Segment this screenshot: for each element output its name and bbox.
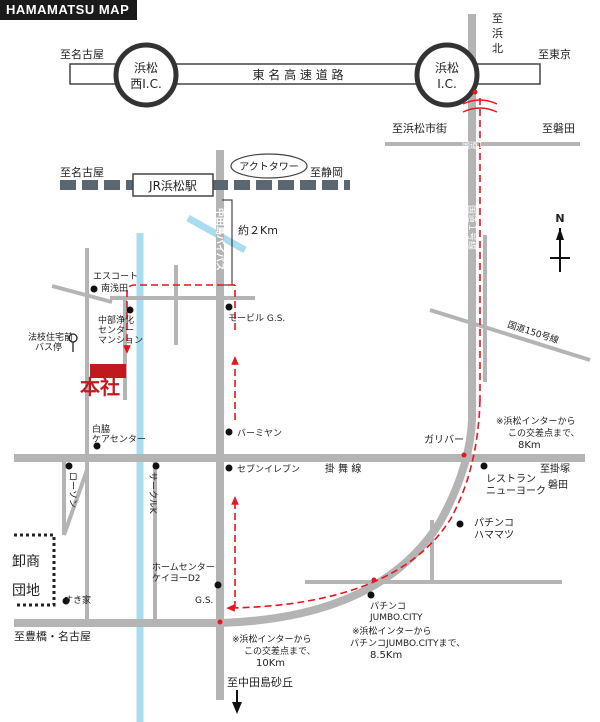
label-note-8km-1: ※浜松インターから: [496, 415, 576, 427]
label-keiyo-1: ホームセンター: [152, 562, 215, 573]
label-to-city: 至浜松市街: [392, 121, 447, 135]
label-escort-2: 南浅田: [101, 282, 128, 294]
label-shirawaki-2: ケアセンター: [92, 434, 146, 445]
label-seven-eleven: セブンイレブン: [237, 463, 300, 475]
label-nishi-ic-1: 浜松: [134, 61, 158, 75]
label-chubu-1: 中部浄化: [98, 314, 134, 326]
label-ic-1: 浜松: [435, 61, 459, 75]
label-bus-stop-2: バス停: [35, 341, 62, 353]
label-restaurant-2: ニューヨーク: [486, 485, 546, 497]
label-to-tokyo: 至東京: [538, 47, 571, 61]
label-nishi-ic-2: 西I.C.: [130, 77, 162, 91]
jr-station-box: [132, 173, 214, 197]
distance-bracket: [222, 199, 233, 286]
label-keiyo-2: ケイヨーD2: [152, 573, 200, 584]
nishi-ic-circle: [113, 42, 179, 108]
label-to-hamakita-3: 北: [492, 42, 503, 55]
label-note-85km-2: パチンコJUMBO.CITYまで、: [350, 638, 465, 649]
label-jr-station: JR浜松駅: [148, 179, 197, 193]
label-bypass: 中田島バイパス: [214, 208, 226, 271]
map-title: HAMAMATSU MAP: [0, 0, 137, 20]
label-note-8km-3: 8Km: [518, 440, 541, 451]
label-to-hamakita-2: 浜: [492, 27, 503, 40]
poi-markers: [62, 285, 488, 605]
label-circle-k: サークルK: [147, 472, 158, 515]
label-oroshi-1: 卸商: [12, 554, 40, 570]
north-arrow-icon: [550, 228, 570, 272]
label-oroshi-2: 団地: [12, 583, 40, 599]
label-note-10km-1: ※浜松インターから: [232, 633, 312, 645]
main-roads: [14, 90, 585, 700]
label-lawson: ローソン: [67, 472, 77, 508]
label-to-nagoya-jr: 至名古屋: [60, 165, 104, 179]
oroshi-boundary: [14, 533, 56, 607]
label-note-85km-3: 8.5Km: [370, 650, 402, 661]
label-note-85km-1: ※浜松インターから: [352, 625, 432, 637]
label-to-toyohashi: 至豊橋・名古屋: [14, 629, 91, 643]
label-expressway: 東 名 高 速 道 路: [252, 67, 343, 82]
label-note-10km-2: この交差点まで、: [244, 645, 316, 657]
label-escort-1: エスコート: [93, 272, 138, 282]
label-kakezuka-line: 掛 舞 線: [325, 462, 361, 475]
label-bus-stop-1: 法枝住宅前: [28, 331, 73, 343]
label-act-tower: アクトタワー: [239, 161, 299, 173]
label-bamiyan: バーミヤン: [237, 428, 282, 439]
label-pachinko-hama-1: パチンコ: [474, 517, 514, 529]
label-to-nagoya-top: 至名古屋: [60, 47, 104, 61]
label-pachinko-jumbo-2: JUMBO.CITY: [369, 613, 423, 623]
label-to-kakezuka-2: 磐田: [548, 478, 568, 491]
label-to-shizuoka: 至静岡: [310, 165, 343, 179]
label-to-kakezuka-1: 至掛塚: [540, 462, 570, 475]
label-to-iwata-top: 至磐田: [542, 121, 575, 135]
label-hq: 本社: [80, 375, 120, 399]
label-note-8km-2: この交差点まで、: [508, 427, 580, 439]
label-to-hamakita-1: 至: [492, 12, 503, 25]
label-gs-bottom: G.S.: [195, 596, 213, 606]
label-restaurant-1: レストラン: [486, 473, 536, 485]
label-route1-vertical: 国道１号線: [466, 205, 478, 250]
label-pachinko-hama-2: ハママツ: [474, 530, 514, 541]
label-gariba: ガリバー: [424, 434, 464, 446]
hamamatsu-ic-circle: [414, 42, 480, 108]
label-mobil: モービル G.S.: [228, 313, 285, 324]
label-ic-2: I.C.: [437, 77, 457, 91]
jr-railway: [60, 173, 350, 197]
label-note-10km-3: 10Km: [256, 658, 285, 669]
thin-roads: [51, 142, 591, 625]
act-tower-oval: [230, 153, 308, 179]
label-2km: 約２Km: [238, 223, 278, 237]
label-to-nakatajima: 至中田島砂丘: [227, 675, 293, 689]
hq-building: [90, 364, 126, 378]
label-chubu-2: センター: [98, 325, 134, 336]
down-arrow-icon: [232, 702, 242, 714]
route-path: [123, 98, 481, 612]
label-route1-top: 国道1: [462, 140, 483, 150]
route-break: [462, 99, 498, 113]
label-sukiya: すき家: [64, 594, 91, 606]
label-shirawaki-1: 白脇: [92, 423, 110, 435]
label-compass-n: N: [555, 212, 564, 225]
route-junctions: [217, 89, 478, 625]
label-chubu-3: マンション: [98, 336, 143, 346]
label-pachinko-jumbo-1: パチンコ: [370, 601, 406, 612]
